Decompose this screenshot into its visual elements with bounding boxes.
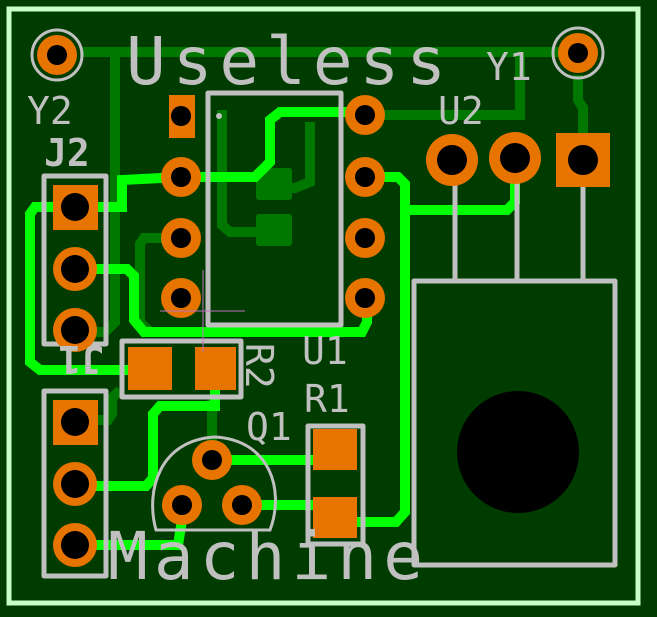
trace-top [25,202,128,375]
u1-pin1-dot [216,113,222,119]
trace-bottom [95,55,120,337]
drill-hole [568,145,598,175]
crosshair-cursor-icon [160,270,245,352]
drill-hole [172,495,192,515]
drill-hole [61,316,89,344]
drill-hole [61,408,89,436]
drill-hole [437,145,467,175]
j1-outline [41,388,109,579]
drill-hole [61,470,89,498]
y2-outline [30,28,84,82]
label-q1: Q1 [246,405,292,449]
pad-r1[interactable] [313,497,357,538]
r1-outline [305,423,366,547]
drill-hole [568,43,588,63]
label-y2: Y2 [27,89,73,133]
board-outline [6,6,641,606]
drill-hole [355,105,375,125]
label-y1: Y1 [486,45,532,89]
drill-hole [202,450,222,470]
trace-top [75,107,365,212]
r2-outline [119,338,244,400]
label-u1: U1 [302,329,348,373]
trace-top [340,172,410,527]
q1-outline [151,435,277,532]
label-r1: R1 [304,377,350,421]
drill-hole [232,495,252,515]
u2-mounting-hole [457,391,579,513]
label-j1: J1 [58,337,104,381]
trace-bottom [380,55,525,120]
silkscreen [30,26,618,579]
board-title-top: Useless [126,23,446,100]
pads [37,33,610,567]
pad-r2[interactable] [128,347,172,390]
u1-outline [205,90,344,328]
smd-pad-bottom [256,168,292,200]
drill-hole [171,288,191,308]
trace-bottom [573,75,588,140]
trace-top [75,519,187,550]
smd-pad-bottom [256,214,292,246]
silkscreen-labels: Useless Machine Y1 Y2 J2 U2 U1 R1 Q1 R2 … [27,23,532,595]
drill-hole [61,255,89,283]
y1-outline [551,26,605,80]
trace-bottom [217,110,270,237]
label-j2: J2 [44,131,90,175]
drill-hole [355,228,375,248]
board-title-bottom: Machine [108,518,423,595]
pad-r1[interactable] [313,429,357,470]
drill-hole [61,193,89,221]
drill-hole [355,167,375,187]
drill-hole [47,45,67,65]
label-r2: R2 [237,343,281,389]
drill-hole [355,288,375,308]
drill-hole [500,143,530,173]
drill-hole [171,167,191,187]
label-u2: U2 [438,89,484,133]
drill-hole [171,228,191,248]
drill-hole [171,106,191,126]
drill-hole [61,531,89,559]
trace-top [75,264,372,337]
trace-bottom [85,386,124,425]
pad-r2[interactable] [195,347,236,390]
trace-top [75,370,220,491]
